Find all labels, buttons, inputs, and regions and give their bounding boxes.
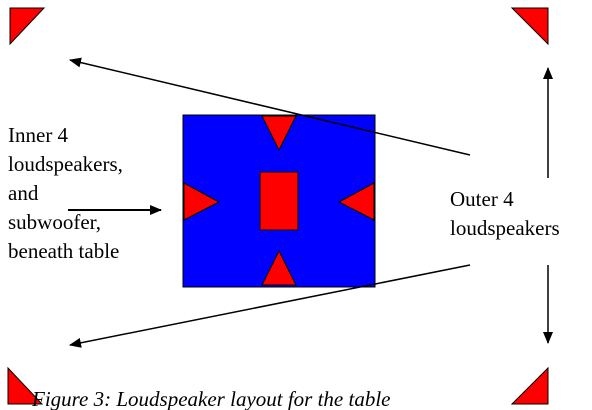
- outer-speaker-top-left: [9, 7, 46, 46]
- inner-speaker-right: [337, 182, 375, 221]
- outer-speaker-bottom-right: [510, 366, 549, 405]
- arrow-to-top-left-speaker: [69, 57, 471, 156]
- outer-label-line: loudspeakers: [450, 216, 560, 240]
- outer-label-line: Outer 4: [450, 187, 514, 211]
- outer-speaker-top-right: [510, 7, 549, 46]
- inner-label-line: subwoofer,: [8, 210, 102, 234]
- inner-label-line: and: [8, 181, 39, 205]
- outer-speakers-label: Outer 4 loudspeakers: [450, 185, 560, 243]
- inner-label-line: beneath table: [8, 239, 120, 263]
- arrow-to-bottom-left-speaker: [69, 264, 471, 348]
- inner-label-line: Inner 4: [8, 123, 69, 147]
- figure-caption: Figure 3: Loudspeaker layout for the tab…: [32, 387, 391, 410]
- inner-speakers-label: Inner 4 loudspeakers, and subwoofer, ben…: [8, 121, 123, 266]
- outer-speaker-bottom-left: [7, 366, 44, 405]
- inner-speaker-bottom: [261, 249, 297, 286]
- inner-speaker-left: [183, 182, 221, 221]
- inner-label-line: loudspeakers,: [8, 152, 123, 176]
- subwoofer: [259, 171, 299, 231]
- inner-speaker-top: [261, 115, 297, 152]
